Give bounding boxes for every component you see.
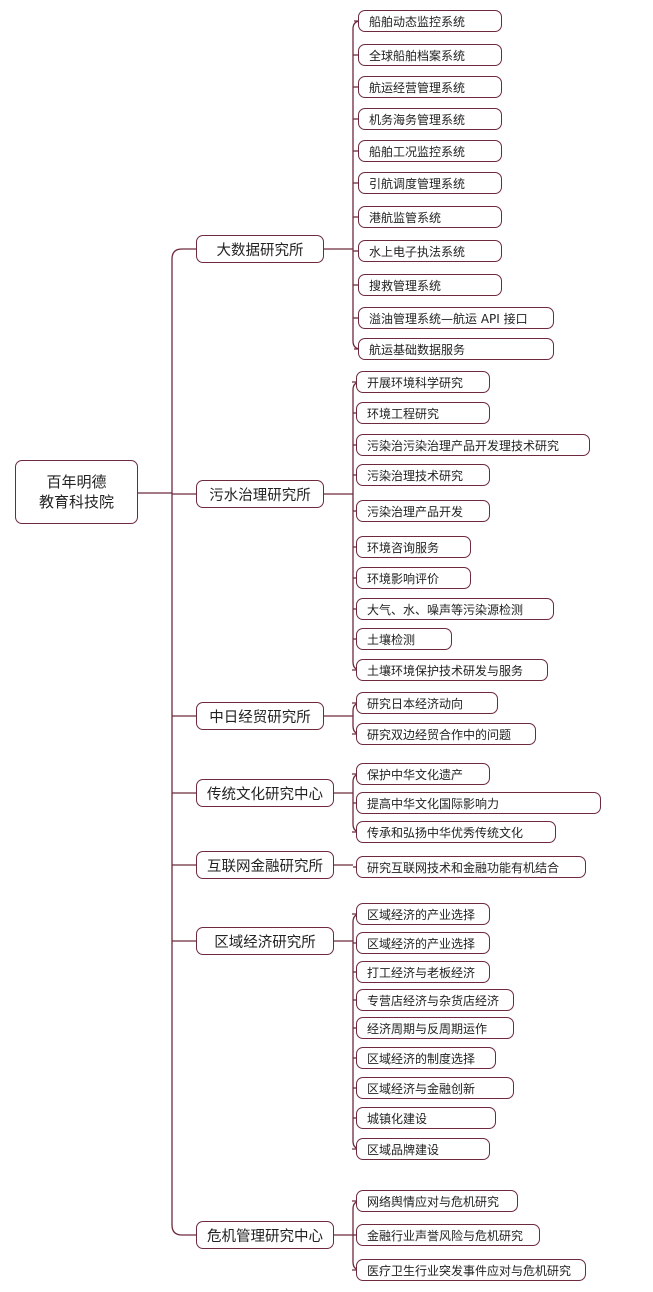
leaf-node: 研究互联网技术和金融功能有机结合 — [356, 856, 586, 878]
root-node: 百年明德 教育科技院 — [15, 460, 138, 524]
leaf-node: 专营店经济与杂货店经济 — [356, 989, 514, 1011]
branch-node: 中日经贸研究所 — [196, 702, 324, 730]
leaf-node: 机务海务管理系统 — [358, 108, 502, 130]
branch-node: 污水治理研究所 — [196, 480, 324, 508]
leaf-node: 城镇化建设 — [356, 1107, 496, 1129]
leaf-node: 污染治理技术研究 — [356, 464, 490, 486]
branch-node: 传统文化研究中心 — [196, 779, 334, 807]
leaf-node: 区域经济的制度选择 — [356, 1047, 496, 1069]
leaf-node: 开展环境科学研究 — [356, 371, 490, 393]
leaf-node: 保护中华文化遗产 — [356, 763, 490, 785]
leaf-node: 研究日本经济动向 — [356, 692, 498, 714]
leaf-node: 环境影响评价 — [356, 567, 471, 589]
leaf-node: 溢油管理系统—航运 API 接口 — [358, 307, 554, 329]
leaf-node: 区域经济的产业选择 — [356, 903, 490, 925]
leaf-node: 打工经济与老板经济 — [356, 961, 490, 983]
leaf-node: 土壤环境保护技术研发与服务 — [356, 659, 548, 681]
leaf-node: 港航监管系统 — [358, 206, 502, 228]
root-label-line1: 百年明德 — [46, 473, 107, 491]
leaf-node: 航运基础数据服务 — [358, 338, 554, 360]
leaf-node: 引航调度管理系统 — [358, 172, 502, 194]
leaf-node: 环境咨询服务 — [356, 536, 471, 558]
leaf-node: 区域品牌建设 — [356, 1138, 490, 1160]
leaf-node: 金融行业声誉风险与危机研究 — [356, 1224, 540, 1246]
branch-node: 区域经济研究所 — [196, 927, 334, 955]
leaf-node: 区域经济的产业选择 — [356, 932, 490, 954]
leaf-node: 水上电子执法系统 — [358, 240, 502, 262]
leaf-node: 全球船舶档案系统 — [358, 44, 502, 66]
leaf-node: 区域经济与金融创新 — [356, 1077, 514, 1099]
leaf-node: 污染治理产品开发 — [356, 500, 490, 522]
leaf-node: 船舶动态监控系统 — [358, 10, 502, 32]
leaf-node: 污染治污染治理产品开发理技术研究 — [356, 434, 590, 456]
leaf-node: 网络舆情应对与危机研究 — [356, 1190, 518, 1212]
leaf-node: 航运经营管理系统 — [358, 76, 502, 98]
leaf-node: 传承和弘扬中华优秀传统文化 — [356, 821, 556, 843]
leaf-node: 大气、水、噪声等污染源检测 — [356, 598, 554, 620]
leaf-node: 土壤检测 — [356, 628, 452, 650]
leaf-node: 研究双边经贸合作中的问题 — [356, 723, 536, 745]
leaf-node: 医疗卫生行业突发事件应对与危机研究 — [356, 1259, 586, 1281]
branch-node: 大数据研究所 — [196, 235, 324, 263]
leaf-node: 提高中华文化国际影响力 — [356, 792, 601, 814]
leaf-node: 船舶工况监控系统 — [358, 140, 502, 162]
leaf-node: 环境工程研究 — [356, 402, 490, 424]
leaf-node: 搜救管理系统 — [358, 274, 502, 296]
branch-node: 互联网金融研究所 — [196, 851, 334, 879]
branch-node: 危机管理研究中心 — [196, 1221, 334, 1249]
leaf-node: 经济周期与反周期运作 — [356, 1017, 514, 1039]
root-label-line2: 教育科技院 — [38, 493, 114, 511]
